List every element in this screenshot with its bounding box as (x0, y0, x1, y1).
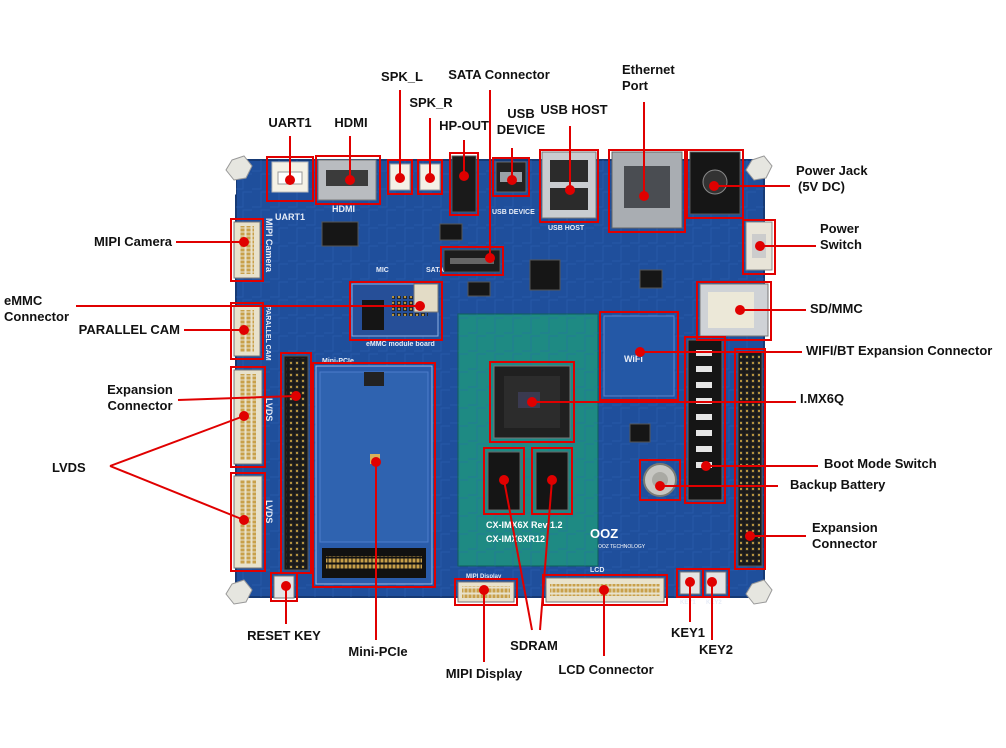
silk-usb-device: USB DEVICE (492, 209, 535, 216)
label-ethernet-2: Port (622, 78, 648, 93)
label-hdmi: HDMI (334, 115, 368, 130)
label-spk-r: SPK_R (409, 95, 453, 110)
silk-parallel-cam: PARALLEL CAM (264, 306, 271, 361)
silk-logo: OOZ (590, 526, 618, 541)
silk-lvds-lower: LVDS (264, 500, 274, 523)
label-backup-battery: Backup Battery (790, 477, 886, 492)
label-mini-pcie: Mini-PCIe (348, 644, 408, 659)
label-imx6q: I.MX6Q (800, 391, 845, 406)
callout-dots (239, 171, 765, 595)
label-reset-key: RESET KEY (247, 628, 321, 643)
label-usb-device-1: USB (507, 106, 535, 121)
silk-mini-pcie: Mini-PCIe (322, 358, 354, 365)
label-lcd-connector: LCD Connector (558, 662, 654, 677)
silk-sata: SATA (426, 267, 444, 274)
label-usb-host: USB HOST (540, 102, 608, 117)
label-wifi-bt: WIFI/BT Expansion Connector (806, 343, 993, 358)
silk-lvds-upper: LVDS (264, 398, 274, 421)
label-power-switch-1: Power (820, 221, 860, 236)
silk-mic: MIC (376, 267, 389, 274)
silk-emmc-module: eMMC module board (366, 341, 435, 348)
label-power-jack-2: (5V DC) (798, 179, 845, 194)
label-ethernet-1: Ethernet (622, 62, 675, 77)
silk-hdmi: HDMI (332, 204, 355, 214)
silk-key1: KEY1 (680, 600, 696, 606)
silk-uart1: UART1 (275, 212, 305, 222)
label-usb-device-2: DEVICE (496, 122, 546, 137)
label-power-jack-1: Power Jack (796, 163, 868, 178)
label-expansion-right-1: Expansion (812, 520, 878, 535)
label-mipi-camera: MIPI Camera (93, 234, 172, 249)
label-lvds: LVDS (52, 460, 86, 475)
label-sata-connector: SATA Connector (448, 67, 550, 82)
silk-logo-sub: OOZ TECHNOLOGY (598, 544, 646, 550)
label-mipi-display: MIPI Display (445, 666, 523, 681)
label-key2: KEY2 (699, 642, 733, 657)
label-sdram: SDRAM (510, 638, 558, 653)
silk-mipi-display: MIPI Display (466, 574, 502, 580)
label-expansion-left-2: Connector (107, 398, 173, 413)
silk-som-name: CX-IMX6X Rev 1.2 (486, 520, 563, 530)
label-power-switch-2: Switch (820, 237, 862, 252)
label-key1: KEY1 (671, 625, 705, 640)
label-uart1: UART1 (268, 115, 312, 130)
label-spk-l: SPK_L (381, 69, 423, 84)
label-emmc-1: eMMC (4, 293, 43, 308)
label-expansion-left-1: Expansion (107, 382, 173, 397)
label-emmc-2: Connector (4, 309, 69, 324)
label-expansion-right-2: Connector (812, 536, 877, 551)
silk-lcd: LCD (590, 567, 604, 574)
label-parallel-cam: PARALLEL CAM (78, 322, 180, 337)
silk-mipi-camera: MIPI Camera (264, 218, 274, 273)
silk-usb-host: USB HOST (548, 225, 585, 232)
callout-lines (76, 90, 818, 662)
label-sd-mmc: SD/MMC (810, 301, 863, 316)
standoff (225, 155, 773, 605)
label-boot-mode: Boot Mode Switch (824, 456, 937, 471)
silk-key2: KEY2 (706, 600, 722, 606)
silk-wifi: WiFi (624, 354, 643, 364)
label-hp-out: HP-OUT (439, 118, 489, 133)
